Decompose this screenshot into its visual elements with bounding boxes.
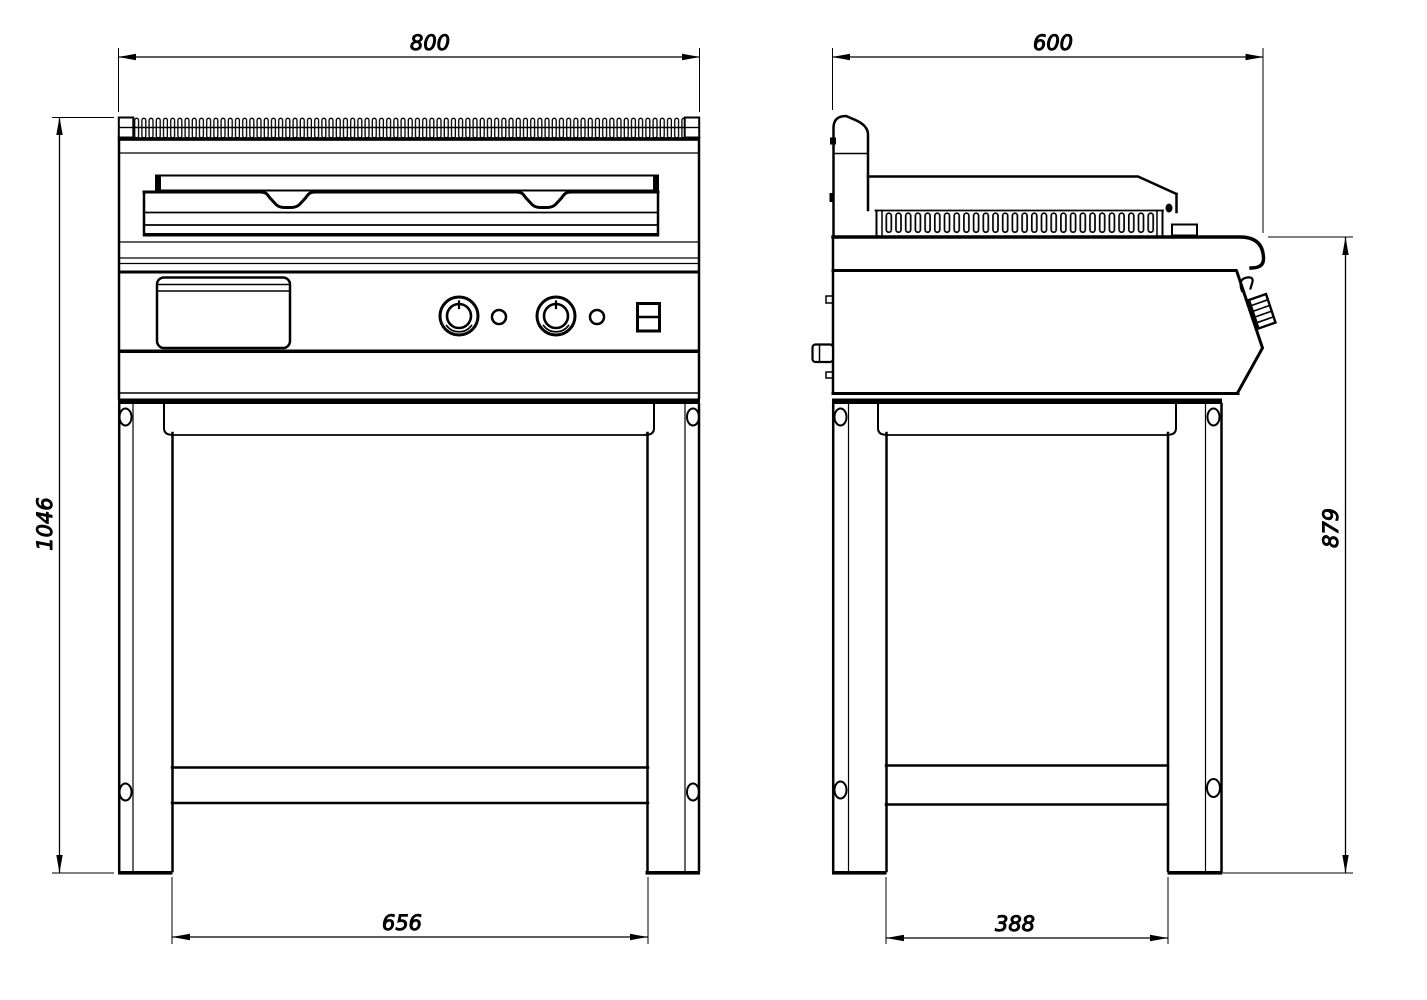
- indicator-lamp-2: [588, 308, 606, 326]
- dimensions: 800 600 1046 879: [33, 31, 1353, 944]
- dim-label-side-base-depth: 388: [995, 912, 1035, 936]
- arrowhead: [56, 117, 63, 135]
- drawer: [155, 276, 292, 350]
- gas-inlet: [811, 343, 835, 364]
- side-hook: [1239, 276, 1254, 293]
- side-view: [811, 114, 1278, 875]
- arrowhead: [172, 933, 190, 941]
- front-control-panel: [155, 276, 661, 350]
- leg-hole: [118, 782, 133, 802]
- dim-label-front-height: 1046: [33, 497, 57, 550]
- arrowhead: [1245, 53, 1264, 61]
- side-knob: [1247, 292, 1278, 331]
- side-stand: [831, 398, 1223, 875]
- side-griddle-plate: [866, 175, 1179, 214]
- dim-label-side-depth: 600: [1033, 31, 1073, 55]
- arrowhead: [56, 855, 63, 873]
- arrowhead: [630, 933, 648, 941]
- side-body: [811, 235, 1278, 396]
- front-grease-tray: [142, 174, 660, 237]
- front-stand: [117, 398, 701, 875]
- dim-label-front-width: 800: [410, 31, 450, 55]
- power-switch: [636, 302, 661, 333]
- leg-hole: [118, 407, 133, 427]
- arrowhead: [1150, 934, 1168, 942]
- arrowhead: [1342, 237, 1349, 255]
- leg-hole: [1206, 778, 1221, 798]
- arrowhead: [682, 53, 700, 61]
- front-view: [117, 116, 701, 875]
- control-knob-2: [535, 295, 577, 337]
- indicator-lamp-1: [490, 308, 508, 326]
- dim-label-front-base-width: 656: [382, 911, 422, 935]
- side-grate-slots: [874, 209, 1198, 237]
- side-splash-guard: [829, 114, 870, 239]
- dimension-front-base-width: 656: [171, 877, 649, 944]
- leg-hole: [833, 780, 848, 800]
- leg-hole: [1206, 407, 1221, 427]
- arrowhead: [886, 934, 904, 942]
- arrowhead: [832, 53, 850, 61]
- dimension-side-depth: 600: [832, 31, 1264, 233]
- front-grate: [117, 116, 701, 141]
- leg-hole: [686, 407, 700, 427]
- dimension-side-base-depth: 388: [885, 877, 1169, 944]
- dimension-side-height: 879: [1222, 236, 1353, 874]
- control-knob-1: [438, 295, 480, 337]
- dimension-front-width: 800: [118, 31, 700, 112]
- dimension-front-height: 1046: [33, 117, 114, 874]
- arrowhead: [1342, 855, 1349, 873]
- arrowhead: [118, 53, 136, 61]
- dim-label-side-height: 879: [1319, 508, 1343, 548]
- leg-hole: [686, 782, 700, 802]
- front-body: [117, 136, 701, 400]
- leg-hole: [833, 407, 848, 427]
